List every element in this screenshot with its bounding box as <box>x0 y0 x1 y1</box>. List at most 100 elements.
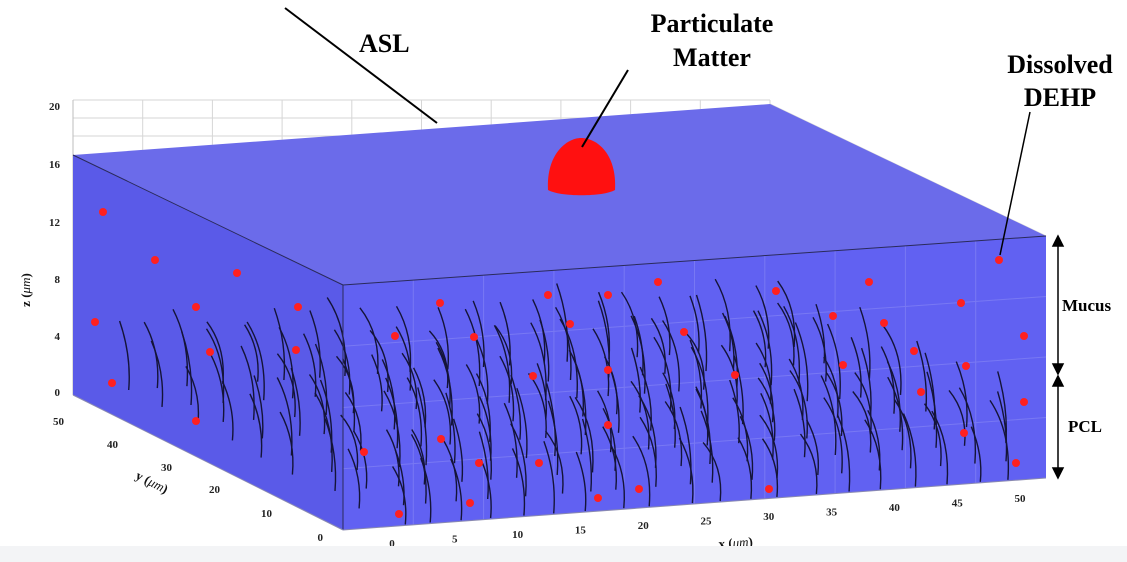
dehp-dot <box>1020 332 1028 340</box>
dehp-dot <box>391 332 399 340</box>
z-axis-label: z (μm) <box>18 273 33 307</box>
layer-arrows <box>1051 234 1065 480</box>
cilium <box>406 377 423 447</box>
cilium <box>850 337 862 398</box>
cilium <box>789 370 808 439</box>
cilium <box>353 430 368 489</box>
cilium <box>695 294 708 372</box>
cilium <box>450 458 463 521</box>
cilium <box>420 457 432 523</box>
dehp-dot <box>292 346 300 354</box>
asl-label: ASL <box>359 29 410 58</box>
cilium <box>383 390 401 468</box>
cilium <box>437 307 449 370</box>
dehp-dot <box>99 208 107 216</box>
cilium <box>452 418 464 482</box>
dehp-pointer <box>999 111 1031 256</box>
cilium <box>700 410 714 483</box>
cilium <box>401 352 418 410</box>
cilium <box>799 433 818 494</box>
cilium <box>860 347 872 416</box>
cilium <box>823 356 839 418</box>
cilium <box>724 315 738 388</box>
dehp-dot <box>865 278 873 286</box>
cilium <box>342 358 356 433</box>
dehp-dot <box>995 256 1003 264</box>
cilium <box>970 426 982 482</box>
cilium <box>385 429 400 487</box>
dehp-dot <box>466 499 474 507</box>
x-tick: 30 <box>763 511 775 523</box>
cilium <box>290 367 301 436</box>
dehp-dot <box>910 347 918 355</box>
cilium <box>783 305 801 384</box>
bottom-strip <box>0 546 1127 562</box>
cilium <box>759 414 779 479</box>
cilium <box>679 406 692 485</box>
cilium <box>150 340 164 407</box>
dehp-dot <box>957 299 965 307</box>
dehp-dot <box>151 256 159 264</box>
dehp-dot <box>535 459 543 467</box>
cilium <box>759 362 774 423</box>
dehp-dot <box>475 459 483 467</box>
cilium <box>916 340 927 412</box>
cilium <box>253 375 264 439</box>
z-tick: 0 <box>55 387 61 399</box>
cilium <box>181 331 193 406</box>
cilium <box>359 307 379 374</box>
y-tick: 30 <box>161 462 173 474</box>
cilium <box>554 306 572 381</box>
cilium <box>852 391 872 453</box>
cilium <box>755 342 772 404</box>
cilium <box>240 345 255 420</box>
dissolved-label-line2: DEHP <box>1024 83 1096 112</box>
cilium <box>812 316 827 382</box>
dehp-dot <box>1020 398 1028 406</box>
left-face <box>73 155 343 530</box>
box-edges <box>72 154 1047 531</box>
cilium <box>246 321 265 401</box>
cilium <box>575 451 587 512</box>
z-tick: 20 <box>49 101 61 113</box>
pointer-lines <box>284 7 1031 256</box>
cilium <box>559 318 578 399</box>
cilium <box>221 380 234 441</box>
cilium <box>689 295 700 354</box>
cilium <box>996 391 1008 462</box>
y-axis-label: y (μm) <box>133 468 170 497</box>
pcl-arrow-bottom-icon <box>1051 467 1065 480</box>
cilium <box>314 343 328 416</box>
cilium <box>926 371 938 448</box>
cilium <box>685 332 705 390</box>
cilium <box>632 435 651 507</box>
cilium <box>308 374 326 435</box>
mucus-arrow-top-icon <box>1051 234 1065 247</box>
x-tick: 35 <box>826 507 838 519</box>
cilium <box>714 278 731 352</box>
cilium <box>737 437 753 499</box>
cilium <box>445 392 456 464</box>
cilium <box>854 372 872 434</box>
cilium <box>499 355 515 422</box>
cilium <box>958 387 977 464</box>
cilium <box>630 315 646 394</box>
dehp-dot <box>594 494 602 502</box>
cilium <box>474 335 489 405</box>
grid-line <box>342 417 1047 470</box>
dissolved-label-line1: Dissolved <box>1007 50 1113 79</box>
cilium <box>347 448 361 509</box>
cilium <box>244 324 259 382</box>
cilium <box>630 380 650 450</box>
mucus-label: Mucus <box>1062 296 1112 315</box>
dehp-dot <box>635 485 643 493</box>
dehp-dot <box>566 320 574 328</box>
cilium <box>278 326 294 399</box>
cilium <box>478 431 489 500</box>
cilium <box>825 371 843 436</box>
cilium <box>428 330 449 389</box>
cilium <box>678 437 694 504</box>
cilium <box>503 402 518 478</box>
dehp-dot <box>192 303 200 311</box>
